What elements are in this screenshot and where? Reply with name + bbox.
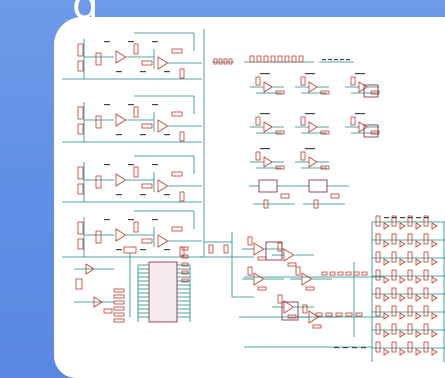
circuit-schematic-image — [62, 29, 445, 362]
schematic-card — [54, 17, 445, 378]
